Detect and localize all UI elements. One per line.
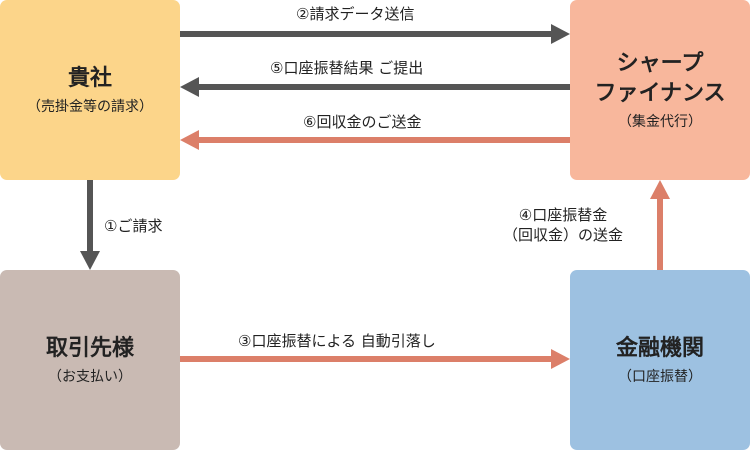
node-torihiki: 取引先様 （お支払い）	[0, 270, 180, 450]
node-kinyu-title: 金融機関	[615, 335, 704, 361]
step5-label: ⑤口座振替結果 ご提出	[270, 59, 424, 77]
node-kisha-sub: （売掛金等の請求）	[27, 98, 153, 115]
arrow-step6	[180, 130, 570, 150]
arrow-step4	[650, 180, 670, 270]
node-sharp-title-line2: ファイナンス	[594, 80, 726, 106]
node-kisha-title: 貴社	[67, 65, 112, 91]
arrow-step2	[180, 24, 570, 44]
node-kinyu-sub: （口座振替）	[618, 368, 702, 385]
arrow-step3	[180, 349, 570, 369]
step1-label: ①ご請求	[104, 217, 163, 235]
node-sharp-sub: （集金代行）	[618, 113, 702, 130]
step3-label: ③口座振替による 自動引落し	[238, 332, 436, 350]
node-kinyu: 金融機関 （口座振替）	[570, 270, 750, 450]
node-sharp-finance: シャープ ファイナンス （集金代行）	[570, 0, 750, 180]
arrow-step1	[80, 180, 100, 270]
arrow-step5	[180, 77, 570, 97]
step4-label: ④口座振替金 （回収金）の送金	[478, 205, 648, 245]
node-sharp-title-line1: シャープ	[616, 50, 704, 76]
step4-label-line2: （回収金）の送金	[502, 226, 623, 244]
node-kisha: 貴社 （売掛金等の請求）	[0, 0, 180, 180]
node-torihiki-title: 取引先様	[45, 335, 134, 361]
step2-label: ②請求データ送信	[296, 5, 415, 23]
node-torihiki-sub: （お支払い）	[48, 368, 132, 385]
step6-label: ⑥回収金のご送金	[303, 113, 422, 131]
step4-label-line1: ④口座振替金	[518, 206, 608, 224]
